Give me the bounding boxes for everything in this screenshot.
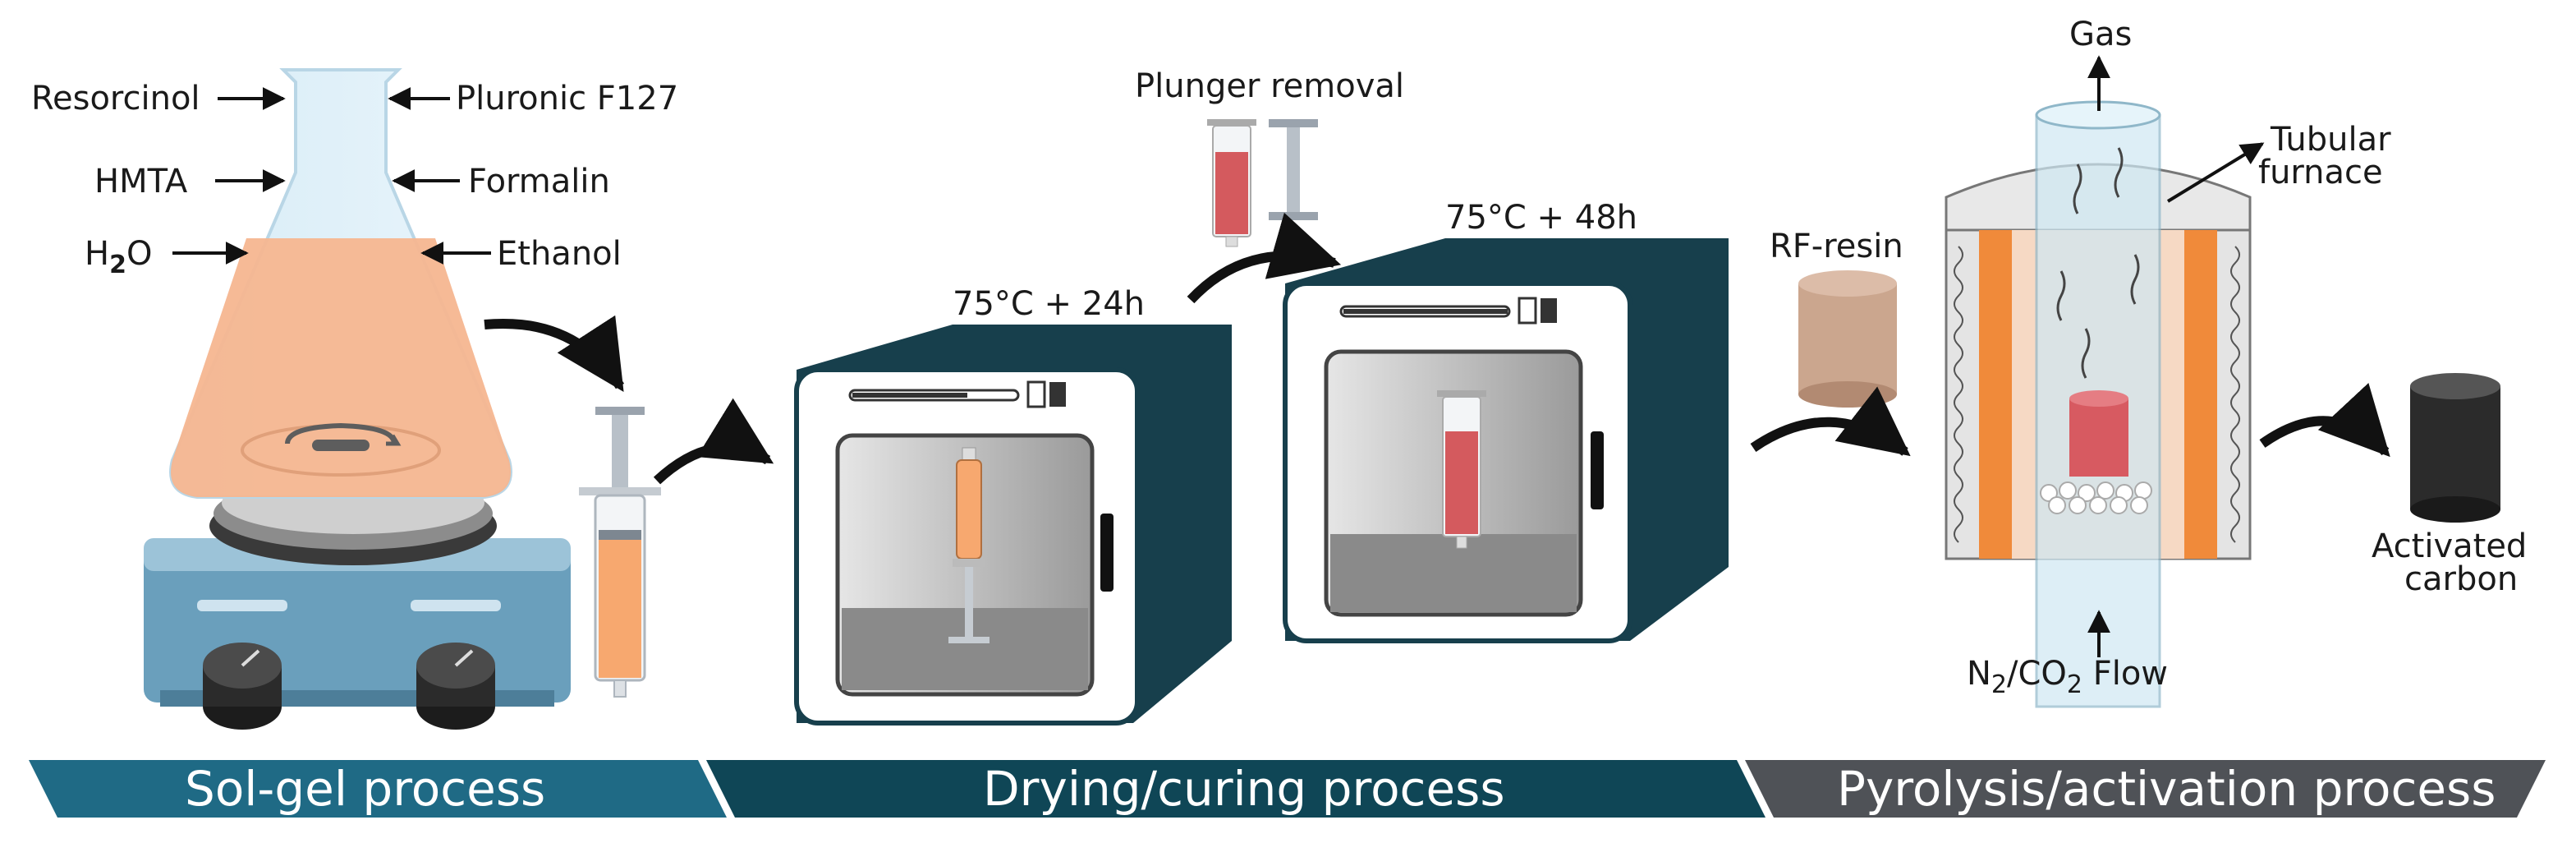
support-beads bbox=[2040, 481, 2152, 514]
oven-1 bbox=[794, 325, 1232, 726]
heating-coil-right bbox=[2230, 246, 2240, 543]
knob-left[interactable] bbox=[203, 643, 282, 730]
label-oven2-condition: 75°C + 48h bbox=[1445, 199, 1637, 237]
drying-stage: 75°C + 24h Plunger removal bbox=[794, 67, 1729, 726]
label-water: H2O bbox=[85, 235, 152, 279]
label-oven1-condition: 75°C + 24h bbox=[953, 285, 1145, 323]
arrow-tubular-furnace bbox=[2166, 142, 2265, 203]
syringe-filled bbox=[579, 407, 661, 698]
curved-arrow-oven1-to-oven2 bbox=[1187, 212, 1342, 304]
label-gas: Gas bbox=[2069, 16, 2132, 53]
sol-gel-stage: Resorcinol HMTA H2O Pluronic F127 Formal… bbox=[31, 68, 774, 730]
curved-arrow-resin-to-furnace bbox=[1750, 386, 1911, 457]
activated-carbon-cylinder bbox=[2410, 373, 2500, 523]
label-ethanol: Ethanol bbox=[497, 235, 622, 273]
label-resorcinol: Resorcinol bbox=[31, 80, 200, 117]
rf-resin-cylinder bbox=[1798, 270, 1897, 408]
oven-1-syringe bbox=[948, 447, 990, 643]
resin-sample-in-tube bbox=[2069, 390, 2128, 477]
process-banners: Sol-gel process Drying/curing process Py… bbox=[29, 760, 2546, 818]
curved-arrow-flask-to-syringe bbox=[484, 315, 625, 393]
label-hmta: HMTA bbox=[94, 163, 188, 200]
banner-drying-text: Drying/curing process bbox=[983, 761, 1505, 817]
label-pluronic: Pluronic F127 bbox=[456, 80, 678, 117]
label-tubular-furnace: Tubular furnace bbox=[2258, 121, 2401, 191]
plunger-removal-icon bbox=[1207, 119, 1318, 247]
curved-arrow-furnace-to-carbon bbox=[2259, 383, 2390, 458]
curved-arrow-syringe-to-oven bbox=[653, 398, 774, 485]
tubular-furnace bbox=[1945, 100, 2252, 708]
erlenmeyer-flask bbox=[169, 68, 512, 499]
oven-2-syringe bbox=[1437, 390, 1486, 549]
label-rf-resin: RF-resin bbox=[1770, 228, 1903, 265]
banner-sol-gel-text: Sol-gel process bbox=[185, 761, 545, 817]
gas-wisps-icon bbox=[2056, 147, 2140, 379]
banner-pyrolysis-text: Pyrolysis/activation process bbox=[1837, 761, 2496, 817]
label-gas-flow: N2/CO2 Flow bbox=[1967, 655, 2168, 699]
pyrolysis-stage: RF-resin bbox=[1750, 16, 2537, 708]
banner-drying: Drying/curing process bbox=[706, 760, 1766, 818]
oven-2 bbox=[1283, 238, 1729, 643]
label-plunger-removal: Plunger removal bbox=[1135, 67, 1404, 105]
banner-pyrolysis: Pyrolysis/activation process bbox=[1745, 760, 2546, 818]
heating-coil-left bbox=[1954, 246, 1963, 543]
knob-right[interactable] bbox=[416, 643, 495, 730]
hot-plate bbox=[144, 472, 571, 730]
label-formalin: Formalin bbox=[468, 163, 610, 200]
stir-bar-icon bbox=[285, 422, 402, 451]
banner-sol-gel: Sol-gel process bbox=[29, 760, 727, 818]
label-activated-carbon: Activated carbon bbox=[2372, 527, 2537, 598]
